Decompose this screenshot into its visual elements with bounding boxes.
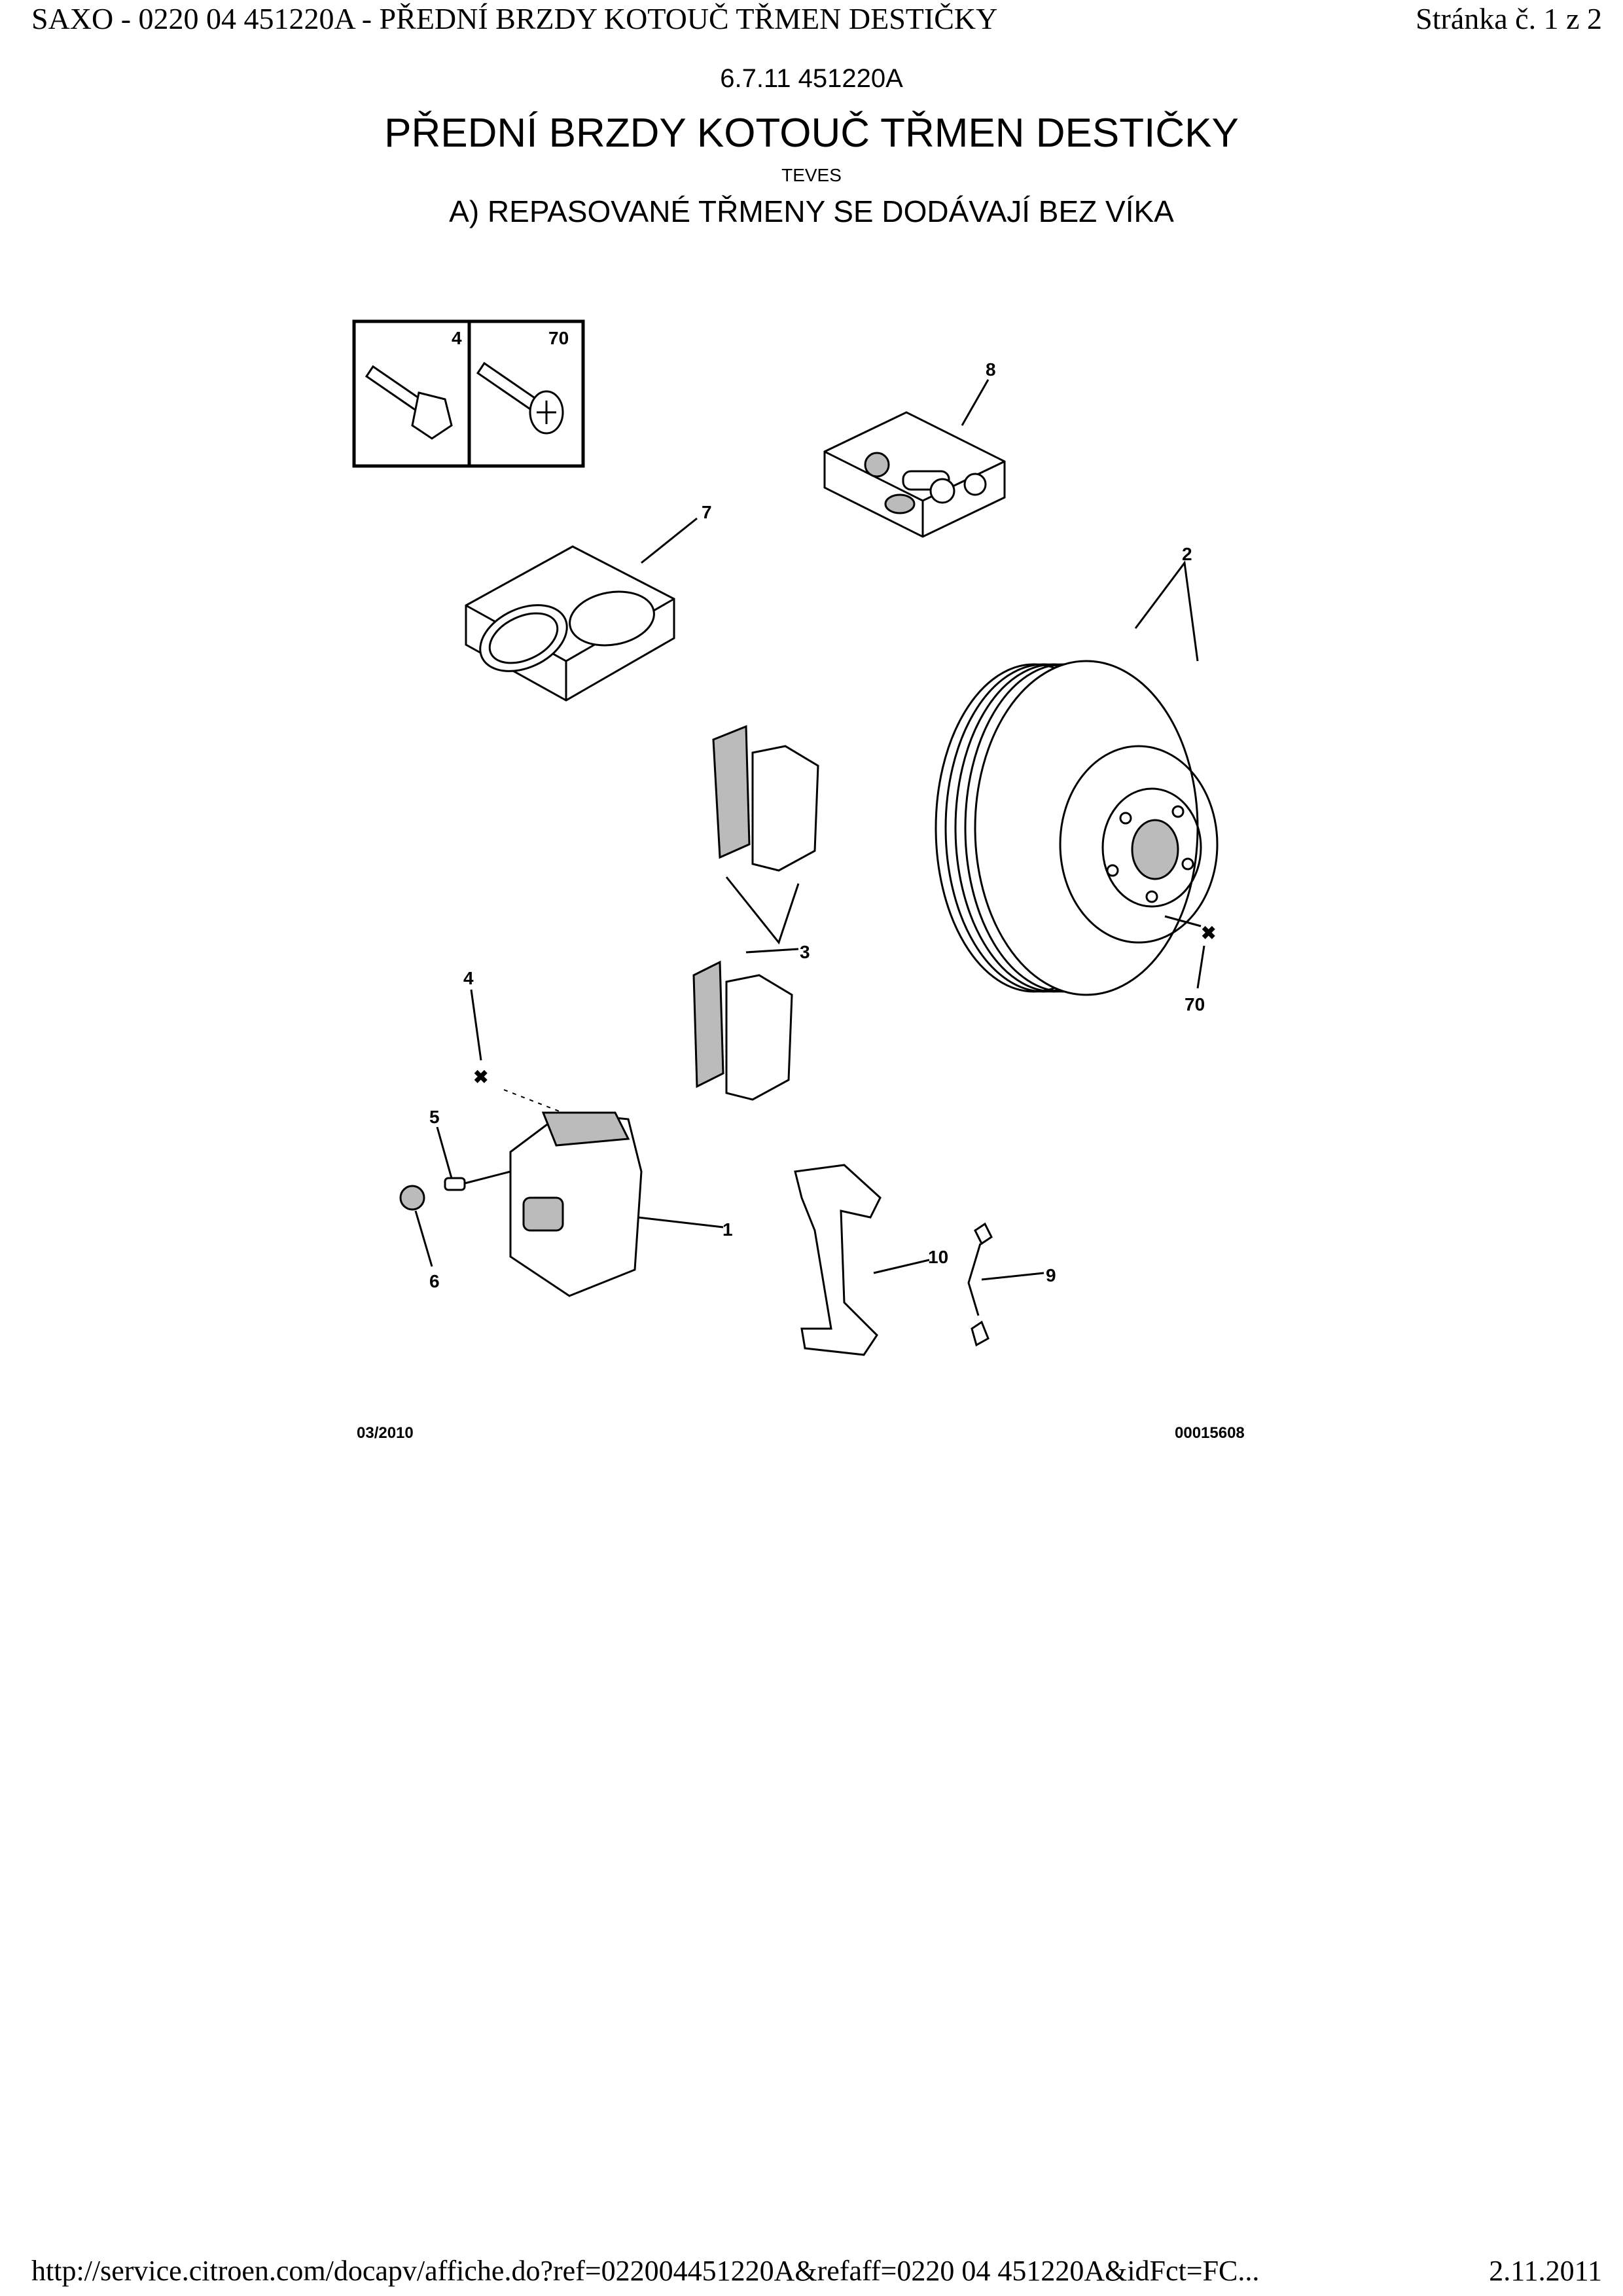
callout-3: 3	[800, 942, 810, 962]
callout-5: 5	[429, 1107, 440, 1127]
callout-6: 6	[429, 1271, 440, 1291]
countersunk-screw-icon	[476, 361, 564, 435]
callout-1: 1	[722, 1219, 733, 1240]
callout-2: 2	[1182, 544, 1192, 564]
callout-7: 7	[702, 502, 712, 522]
manufacturer: TEVES	[781, 165, 842, 185]
disc-screw-marker-icon: ✖	[1201, 923, 1216, 943]
page-number: Stránka č. 1 z 2	[1416, 2, 1602, 35]
caliper-carrier: 10	[794, 1164, 948, 1356]
callout-70: 70	[1185, 994, 1205, 1014]
page-header-title: SAXO - 0220 04 451220A - PŘEDNÍ BRZDY KO…	[31, 2, 998, 35]
diagram-date: 03/2010	[357, 1424, 414, 1442]
diagram-ref: 00015608	[1175, 1424, 1245, 1442]
bleed-cap	[399, 1185, 425, 1211]
inset-label-70: 70	[548, 328, 569, 348]
bolt-inset: 4 70	[352, 319, 585, 468]
brake-caliper: 4 ✖ 1 5 6	[399, 968, 733, 1297]
callout-10: 10	[928, 1247, 948, 1267]
footer-url: http://service.citroen.com/docapv/affich…	[31, 2255, 1260, 2287]
footer-date: 2.11.2011	[1489, 2255, 1602, 2287]
document-title: PŘEDNÍ BRZDY KOTOUČ TŘMEN DESTIČKY	[384, 111, 1239, 156]
inset-label-4: 4	[452, 328, 462, 348]
callout-8: 8	[986, 359, 996, 380]
bolt-marker-icon: ✖	[473, 1067, 488, 1087]
callout-4: 4	[463, 968, 474, 988]
seal-kit: 7	[465, 502, 712, 702]
guide-pin-kit: 8	[823, 359, 1006, 538]
document-code: 6.7.11 451220A	[720, 64, 903, 93]
wear-sensor: 9	[967, 1222, 1056, 1347]
hex-bolt-icon	[365, 365, 453, 440]
brake-pads: 3	[692, 725, 819, 1101]
brake-disc: 2 ✖ 70	[935, 544, 1219, 1014]
document-note: A) REPASOVANÉ TŘMENY SE DODÁVAJÍ BEZ VÍK…	[449, 194, 1174, 228]
callout-9: 9	[1046, 1265, 1056, 1285]
